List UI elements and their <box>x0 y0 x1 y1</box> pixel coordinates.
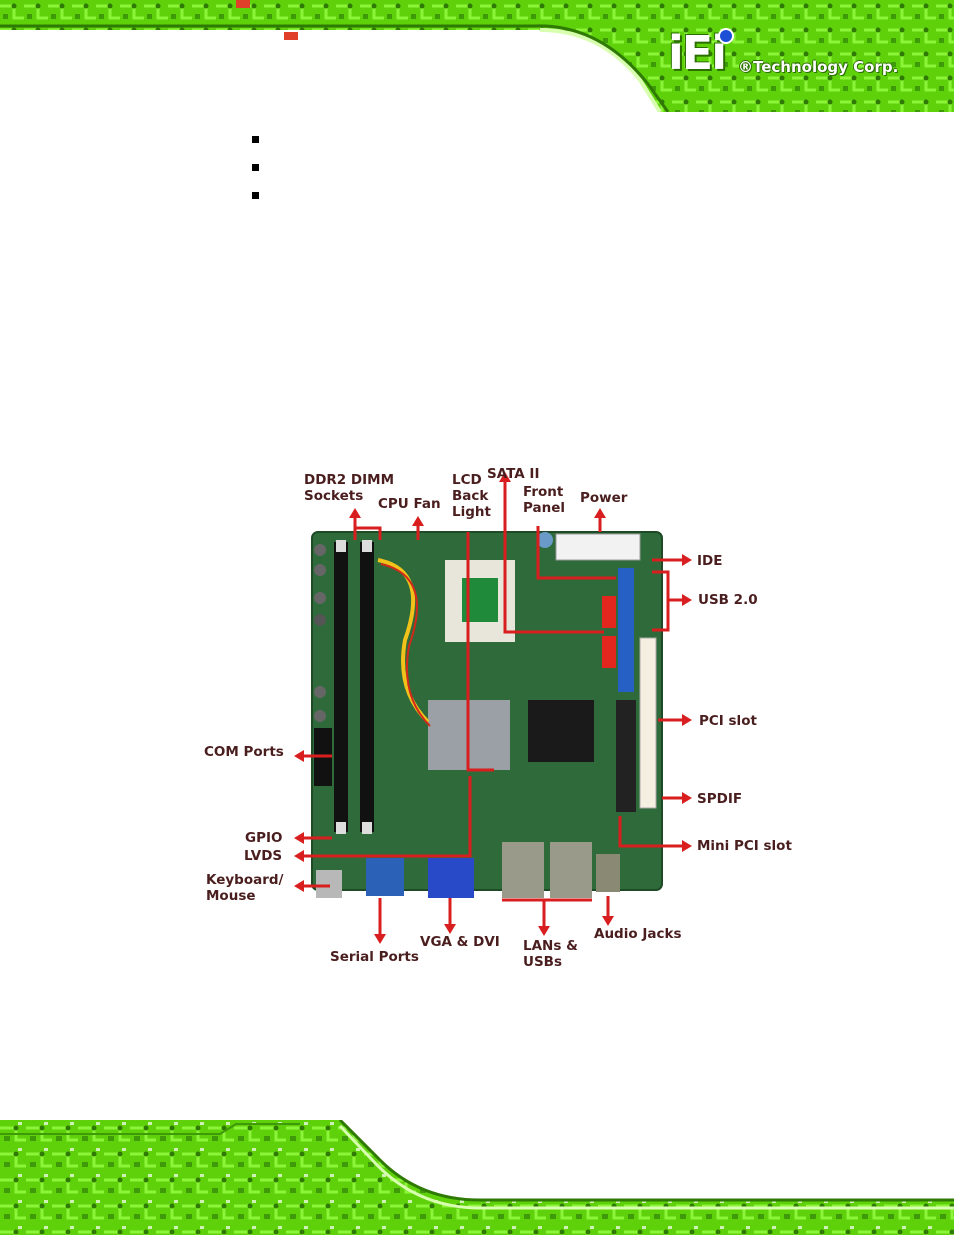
label-keyboard-mouse: Keyboard/ Mouse <box>206 872 284 904</box>
logo-dot-icon <box>718 28 734 44</box>
label-sata-ii: SATA II <box>487 466 540 482</box>
label-gpio: GPIO <box>245 830 283 846</box>
bullet-icon <box>252 164 259 171</box>
label-power: Power <box>580 490 628 506</box>
lan-usb-port-1 <box>502 842 544 898</box>
label-front-panel: Front Panel <box>523 484 566 516</box>
callout-arrowheads <box>294 472 692 944</box>
vga-port <box>428 858 474 898</box>
label-com-ports: COM Ports <box>204 744 284 760</box>
company-logo: iEi ®Technology Corp. <box>668 24 930 84</box>
motherboard-diagram <box>294 472 692 944</box>
serial-port <box>366 858 404 896</box>
label-lans-usbs: LANs & USBs <box>523 938 578 970</box>
label-vga-dvi: VGA & DVI <box>420 934 500 950</box>
label-mini-pci-slot: Mini PCI slot <box>697 838 792 854</box>
sata-connector-1 <box>602 596 616 628</box>
audio-jack <box>596 854 620 892</box>
motherboard-figure: DDR2 DIMM Sockets CPU Fan LCD Back Light… <box>200 460 800 980</box>
ide-connector <box>618 568 634 692</box>
label-pci-slot: PCI slot <box>699 713 757 729</box>
callout-lines <box>304 480 682 934</box>
label-audio-jacks: Audio Jacks <box>594 926 682 942</box>
power-connector <box>555 533 641 561</box>
mini-pci-slot <box>616 700 636 812</box>
circuit-banner-bottom <box>0 1120 954 1235</box>
label-serial-ports: Serial Ports <box>330 949 419 965</box>
bullet-icon <box>252 192 259 199</box>
lan-usb-port-2 <box>550 842 592 898</box>
page-header: iEi ®Technology Corp. <box>0 0 954 112</box>
label-usb-2-0: USB 2.0 <box>698 592 758 608</box>
circuit-banner-top <box>0 0 954 112</box>
graphics-heatsink <box>528 700 594 762</box>
bullet-icon <box>252 136 259 143</box>
sata-connector-2 <box>602 636 616 668</box>
logo-text: ®Technology Corp. <box>738 58 899 76</box>
label-ddr2-dimm-sockets: DDR2 DIMM Sockets <box>304 472 394 504</box>
label-lvds: LVDS <box>244 848 283 864</box>
pci-slot <box>639 637 657 809</box>
page-footer <box>0 1120 954 1235</box>
label-spdif: SPDIF <box>697 791 743 807</box>
label-cpu-fan: CPU Fan <box>378 496 441 512</box>
ps2-port <box>316 870 342 898</box>
dimm-socket-2 <box>360 542 374 832</box>
logo-mark: iEi <box>668 26 727 80</box>
label-ide: IDE <box>697 553 723 569</box>
label-lcd-back-light: LCD Back Light <box>452 472 491 520</box>
dimm-socket-1 <box>334 542 348 832</box>
